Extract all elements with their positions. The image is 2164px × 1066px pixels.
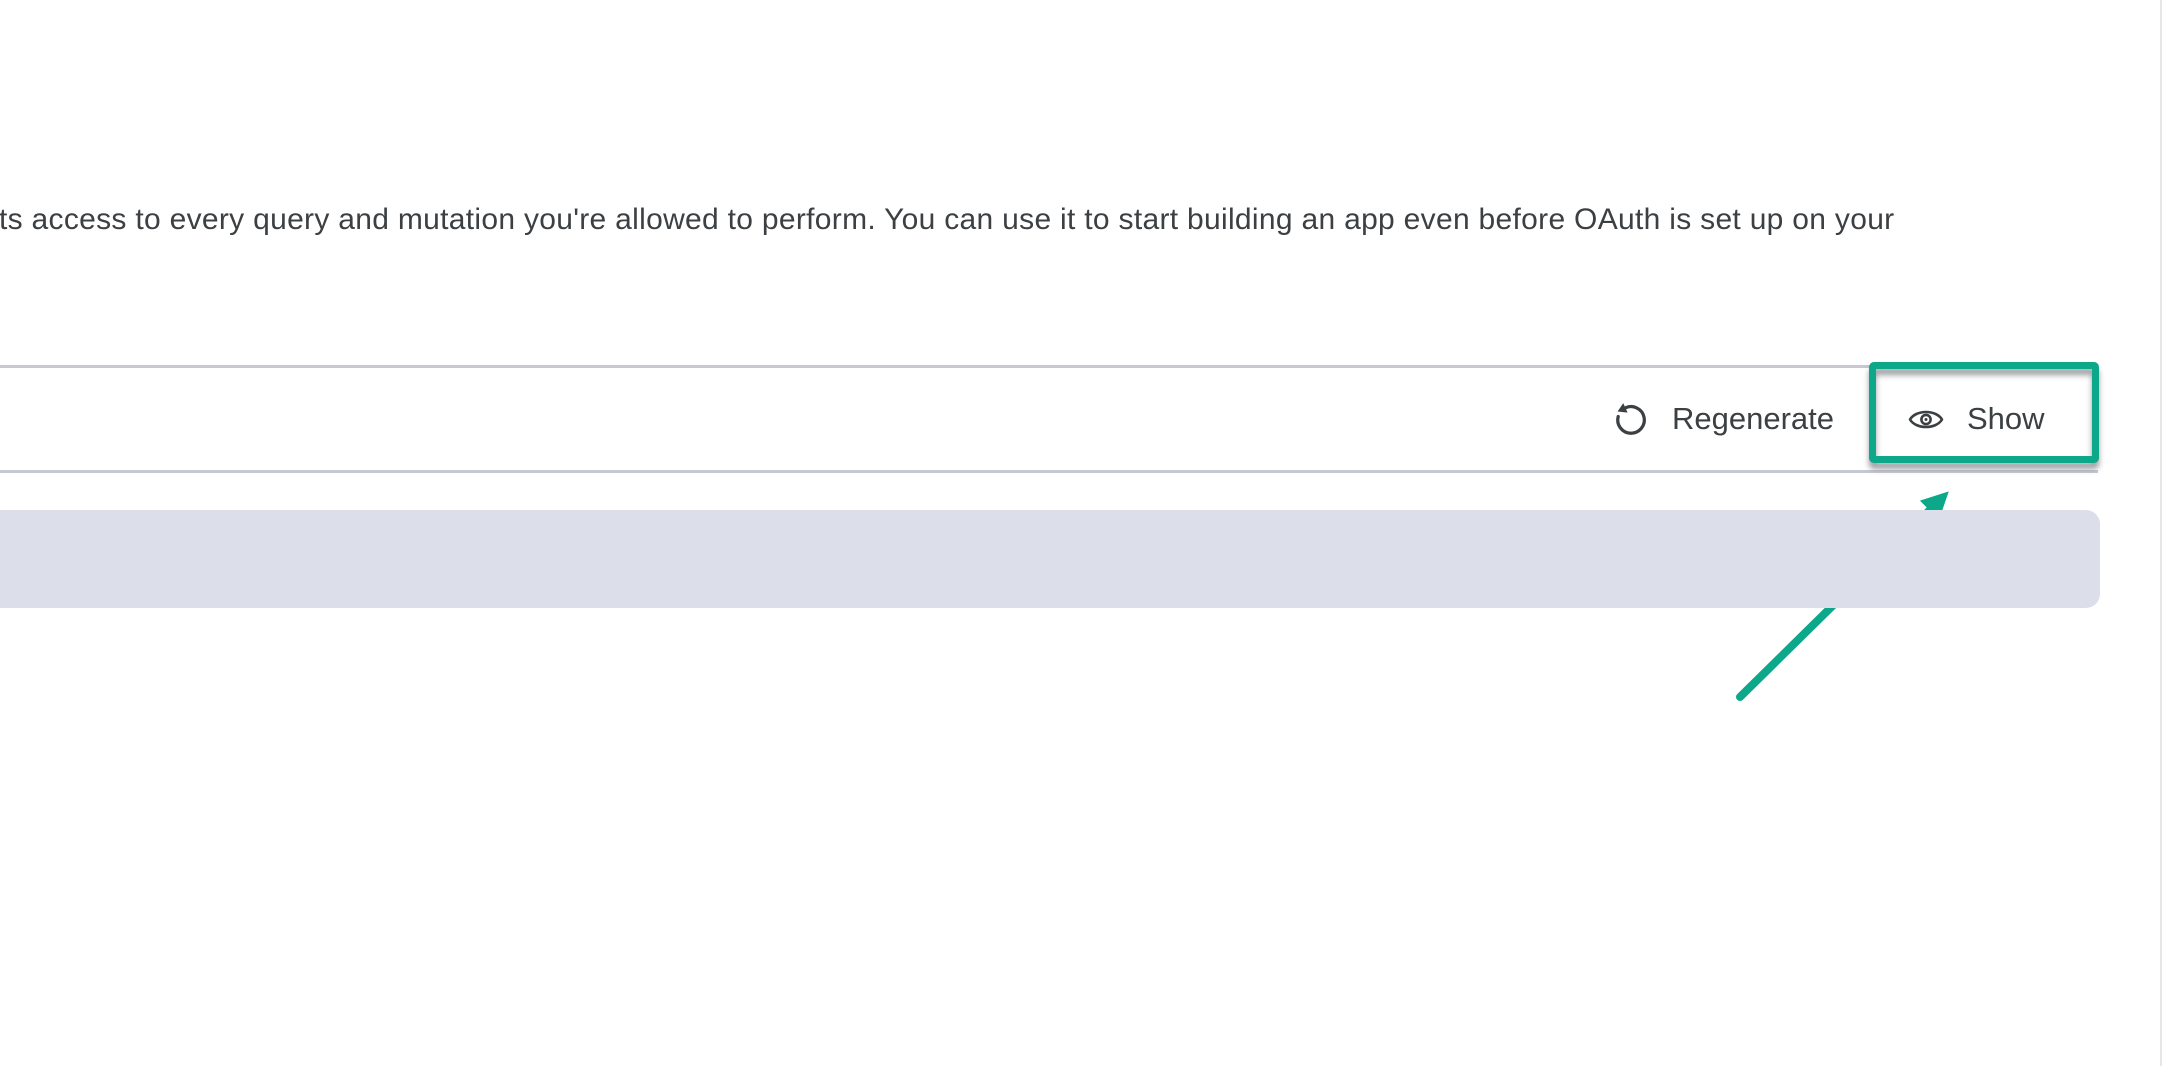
show-button[interactable]: Show xyxy=(1908,368,2045,470)
token-toolbar xyxy=(0,365,2098,473)
eye-icon xyxy=(1908,406,1944,433)
content-right-edge-line xyxy=(2160,0,2162,1066)
rotate-ccw-icon xyxy=(1612,400,1650,438)
regenerate-button[interactable]: Regenerate xyxy=(1612,368,1834,470)
regenerate-button-label: Regenerate xyxy=(1672,401,1835,436)
show-button-label: Show xyxy=(1967,401,2045,436)
api-token-description: nts access to every query and mutation y… xyxy=(0,203,1895,236)
masked-token-field[interactable] xyxy=(0,510,2100,608)
